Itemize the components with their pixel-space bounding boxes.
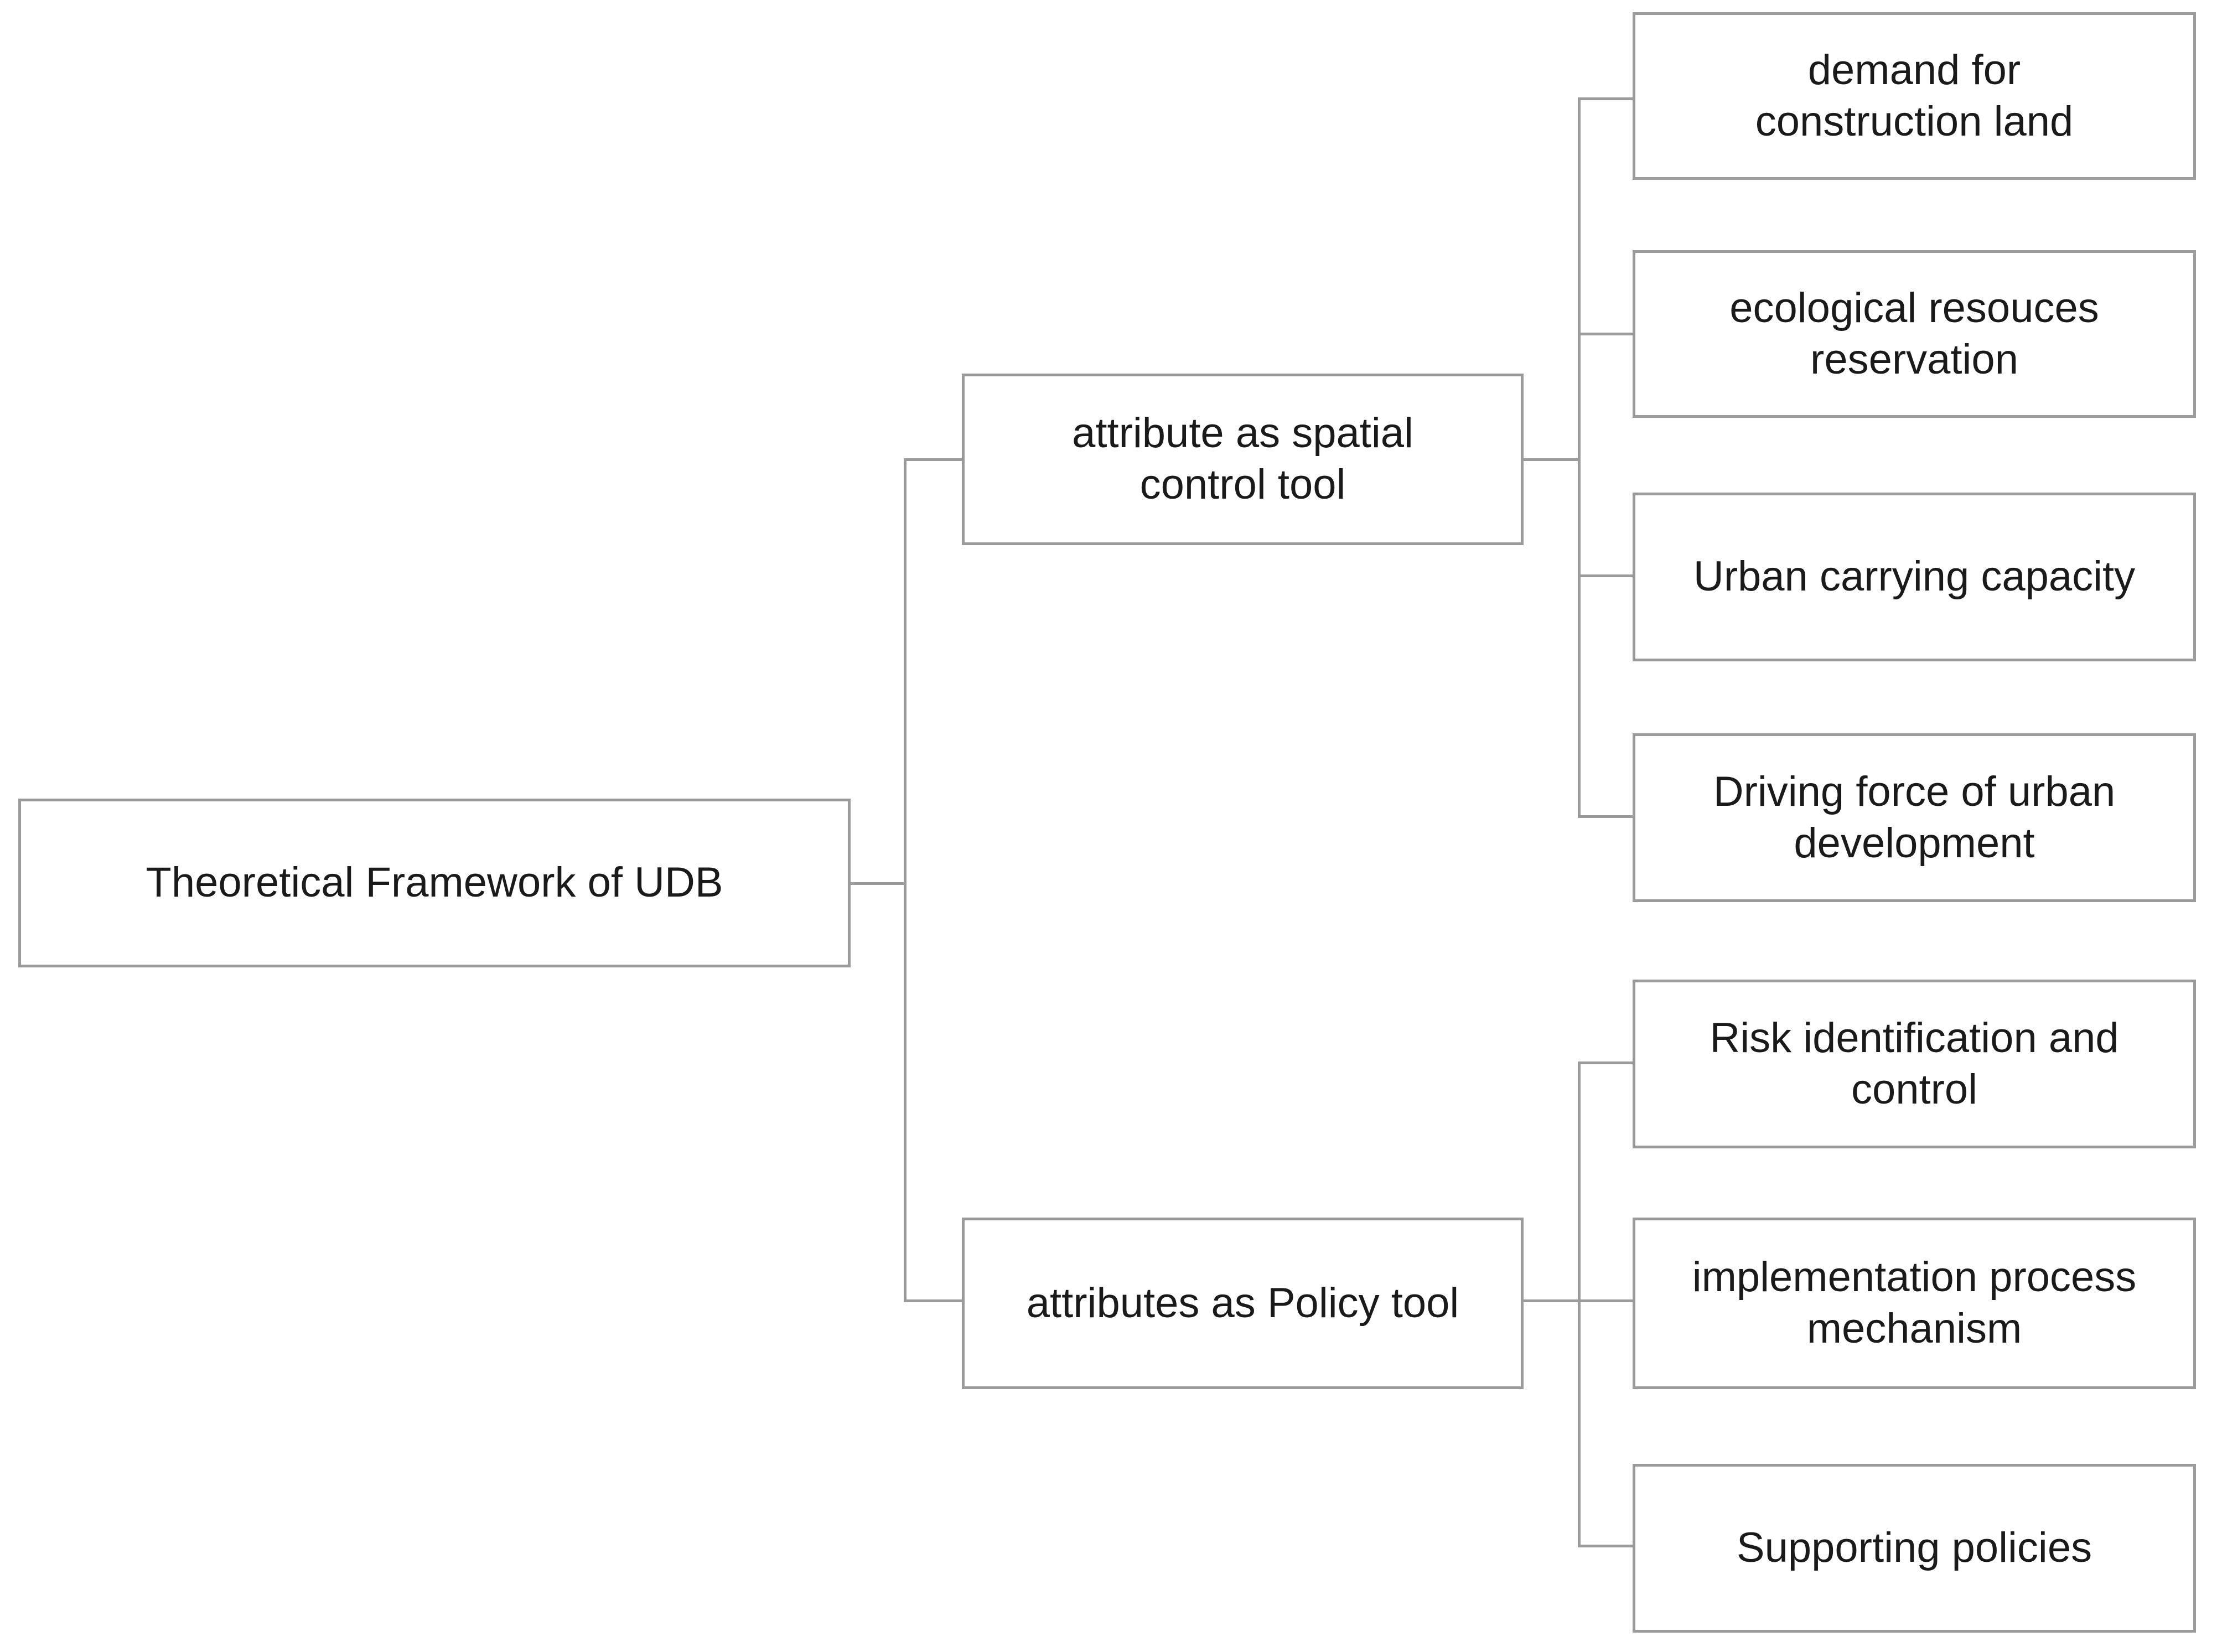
connector-trunk-left bbox=[904, 459, 907, 1302]
node-leaf-risk-identification-and-control[interactable]: Risk identification and control bbox=[1633, 980, 2196, 1148]
node-root-theoretical-framework[interactable]: Theoretical Framework of UDB bbox=[18, 799, 851, 967]
connector-to-leaf-risk-identification bbox=[1578, 1061, 1635, 1064]
connector-trunk-right-upper bbox=[1578, 99, 1581, 817]
connector-to-leaf-driving-force bbox=[1578, 815, 1635, 818]
node-branch-spatial-control-tool[interactable]: attribute as spatial control tool bbox=[962, 374, 1524, 545]
connector-to-leaf-demand-construction-land bbox=[1578, 97, 1635, 100]
connector-trunk-right-lower bbox=[1578, 1063, 1581, 1547]
connector-to-leaf-ecological-resources bbox=[1578, 333, 1635, 335]
node-leaf-demand-for-construction-land-label: demand for construction land bbox=[1755, 46, 2074, 145]
connector-trunk-to-branch-spatial bbox=[904, 458, 964, 461]
connector-branch-spatial-to-trunk bbox=[1524, 458, 1581, 461]
node-leaf-implementation-process-mechanism-label: implementation process mechanism bbox=[1692, 1254, 2137, 1352]
node-leaf-driving-force-of-urban-development[interactable]: Driving force of urban development bbox=[1633, 733, 2196, 902]
node-leaf-implementation-process-mechanism[interactable]: implementation process mechanism bbox=[1633, 1218, 2196, 1389]
node-branch-spatial-control-tool-label: attribute as spatial control tool bbox=[1072, 410, 1413, 508]
node-leaf-ecological-resources-reservation[interactable]: ecological resouces reservation bbox=[1633, 250, 2196, 418]
node-branch-policy-tool-label: attributes as Policy tool bbox=[1026, 1279, 1459, 1327]
node-leaf-demand-for-construction-land[interactable]: demand for construction land bbox=[1633, 12, 2196, 180]
node-leaf-supporting-policies-label: Supporting policies bbox=[1736, 1524, 2092, 1572]
node-leaf-driving-force-of-urban-development-label: Driving force of urban development bbox=[1713, 768, 2116, 867]
connector-to-leaf-urban-carrying-capacity bbox=[1578, 574, 1635, 577]
node-branch-policy-tool[interactable]: attributes as Policy tool bbox=[962, 1218, 1524, 1389]
node-leaf-supporting-policies[interactable]: Supporting policies bbox=[1633, 1464, 2196, 1633]
node-leaf-ecological-resources-reservation-label: ecological resouces reservation bbox=[1729, 284, 2099, 383]
connector-branch-policy-to-trunk bbox=[1524, 1299, 1581, 1302]
node-leaf-risk-identification-and-control-label: Risk identification and control bbox=[1710, 1014, 2119, 1113]
node-leaf-urban-carrying-capacity-label: Urban carrying capacity bbox=[1693, 553, 2136, 600]
node-leaf-urban-carrying-capacity[interactable]: Urban carrying capacity bbox=[1633, 493, 2196, 661]
connector-trunk-to-branch-policy bbox=[904, 1299, 964, 1302]
node-root-label: Theoretical Framework of UDB bbox=[146, 859, 723, 907]
connector-to-leaf-implementation-process bbox=[1578, 1299, 1635, 1302]
connector-to-leaf-supporting-policies bbox=[1578, 1545, 1635, 1547]
connector-root-to-trunk bbox=[851, 882, 907, 885]
